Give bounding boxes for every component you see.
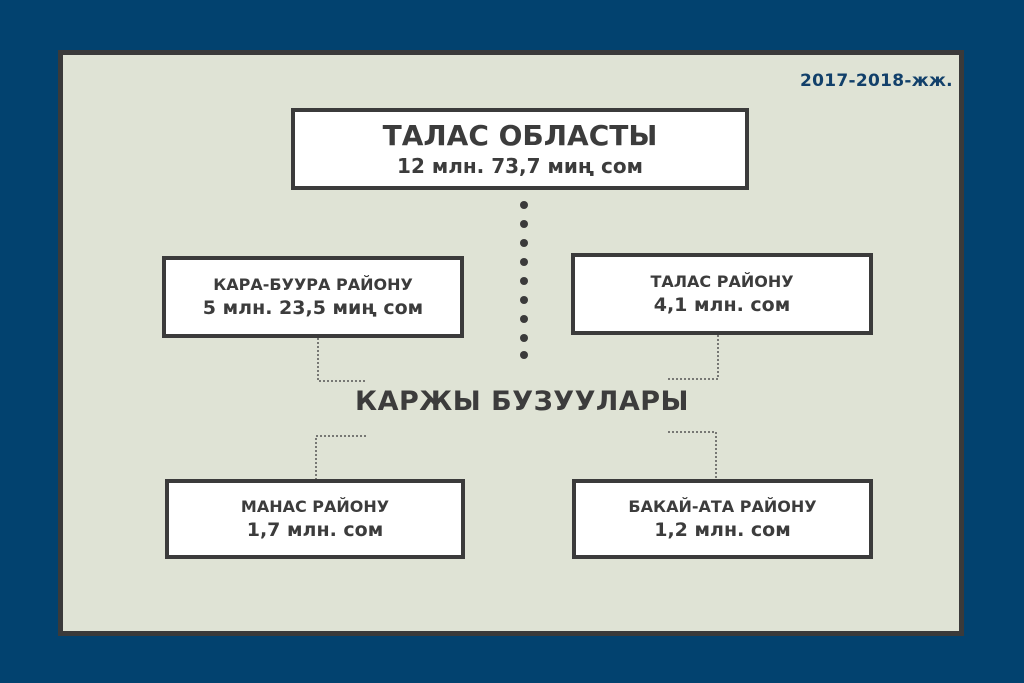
- dot: [520, 334, 528, 342]
- dot: [520, 239, 528, 247]
- district-title: ТАЛАС РАЙОНУ: [650, 271, 794, 291]
- district-box-talas: ТАЛАС РАЙОНУ 4,1 млн. сом: [571, 253, 873, 335]
- region-title: ТАЛАС ОБЛАСТЫ: [382, 119, 658, 152]
- dot: [520, 201, 528, 209]
- region-value: 12 млн. 73,7 миң сом: [397, 154, 643, 178]
- district-title: МАНАС РАЙОНУ: [240, 496, 390, 516]
- connector-kara-buura: [317, 338, 366, 382]
- dot: [520, 315, 528, 323]
- dot: [520, 277, 528, 285]
- district-title: БАКАЙ-АТА РАЙОНУ: [628, 496, 817, 516]
- dot: [520, 351, 528, 359]
- dot: [520, 296, 528, 304]
- center-label: КАРЖЫ БУЗУУЛАРЫ: [355, 386, 689, 417]
- district-value: 4,1 млн. сом: [653, 293, 791, 316]
- connector-talas: [668, 335, 719, 380]
- district-box-bakai-ata: БАКАЙ-АТА РАЙОНУ 1,2 млн. сом: [572, 479, 873, 559]
- main-dot-line: [520, 201, 528, 359]
- period-label: 2017-2018-жж.: [800, 71, 953, 91]
- district-title: КАРА-БУУРА РАЙОНУ: [213, 274, 413, 294]
- district-box-kara-buura: КАРА-БУУРА РАЙОНУ 5 млн. 23,5 миң сом: [162, 256, 464, 338]
- district-value: 5 млн. 23,5 миң сом: [202, 296, 424, 319]
- district-value: 1,2 млн. сом: [654, 518, 791, 541]
- dot: [520, 258, 528, 266]
- region-box: ТАЛАС ОБЛАСТЫ 12 млн. 73,7 миң сом: [291, 108, 749, 190]
- dot: [520, 220, 528, 228]
- district-box-manas: МАНАС РАЙОНУ 1,7 млн. сом: [165, 479, 465, 559]
- connector-bakai-ata: [668, 431, 717, 479]
- district-value: 1,7 млн. сом: [246, 518, 384, 541]
- connector-manas: [315, 435, 366, 479]
